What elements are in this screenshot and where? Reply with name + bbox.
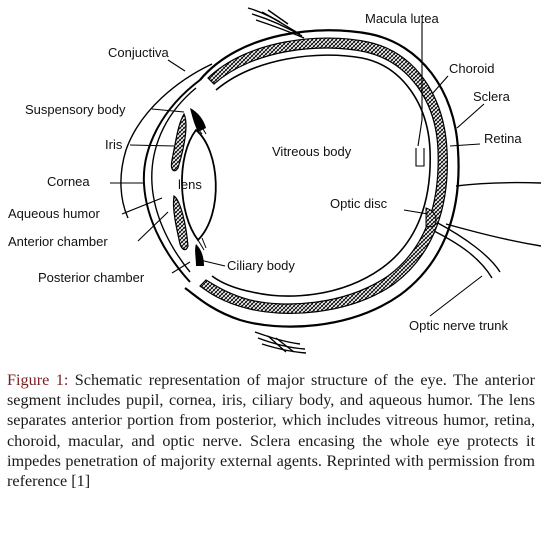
- conjunctiva: [120, 63, 213, 219]
- retina: [211, 54, 431, 297]
- figure-label: Figure 1:: [7, 371, 69, 389]
- cornea: [142, 79, 201, 283]
- cornea-inner: [151, 87, 197, 273]
- optic-disc-shape: [425, 207, 437, 228]
- label-iris: Iris: [105, 137, 123, 152]
- label-optic-disc: Optic disc: [330, 196, 388, 211]
- label-choroid: Choroid: [449, 61, 495, 76]
- optic-nerve: [431, 181, 541, 279]
- label-lens: lens: [178, 177, 202, 192]
- iris-lower: [172, 194, 189, 251]
- label-aqueous-humor: Aqueous humor: [8, 206, 100, 221]
- macula-marker: [415, 148, 425, 167]
- label-ciliary-body: Ciliary body: [227, 258, 295, 273]
- figure-caption: Figure 1: Schematic representation of ma…: [7, 370, 535, 491]
- label-macula-lutea: Macula lutea: [365, 11, 439, 26]
- lower-eyelid: [254, 331, 307, 354]
- label-optic-nerve-trunk: Optic nerve trunk: [409, 318, 508, 333]
- leader-lines: [110, 22, 485, 317]
- ciliary-upper: [190, 108, 206, 132]
- iris-upper: [170, 112, 187, 172]
- label-conjuctiva: Conjuctiva: [108, 45, 169, 60]
- label-vitreous-body: Vitreous body: [272, 144, 352, 159]
- choroid: [199, 37, 448, 314]
- label-posterior-chamber: Posterior chamber: [38, 270, 145, 285]
- label-suspensory-body: Suspensory body: [25, 102, 126, 117]
- suspensory-ligaments: [195, 123, 207, 251]
- label-anterior-chamber: Anterior chamber: [8, 234, 108, 249]
- label-cornea: Cornea: [47, 174, 90, 189]
- sclera: [184, 29, 460, 328]
- label-sclera: Sclera: [473, 89, 511, 104]
- label-retina: Retina: [484, 131, 522, 146]
- figure-caption-text: Schematic representation of major struct…: [7, 371, 535, 491]
- eye-diagram: Macula lutea Conjuctiva Choroid Sclera S…: [8, 7, 541, 354]
